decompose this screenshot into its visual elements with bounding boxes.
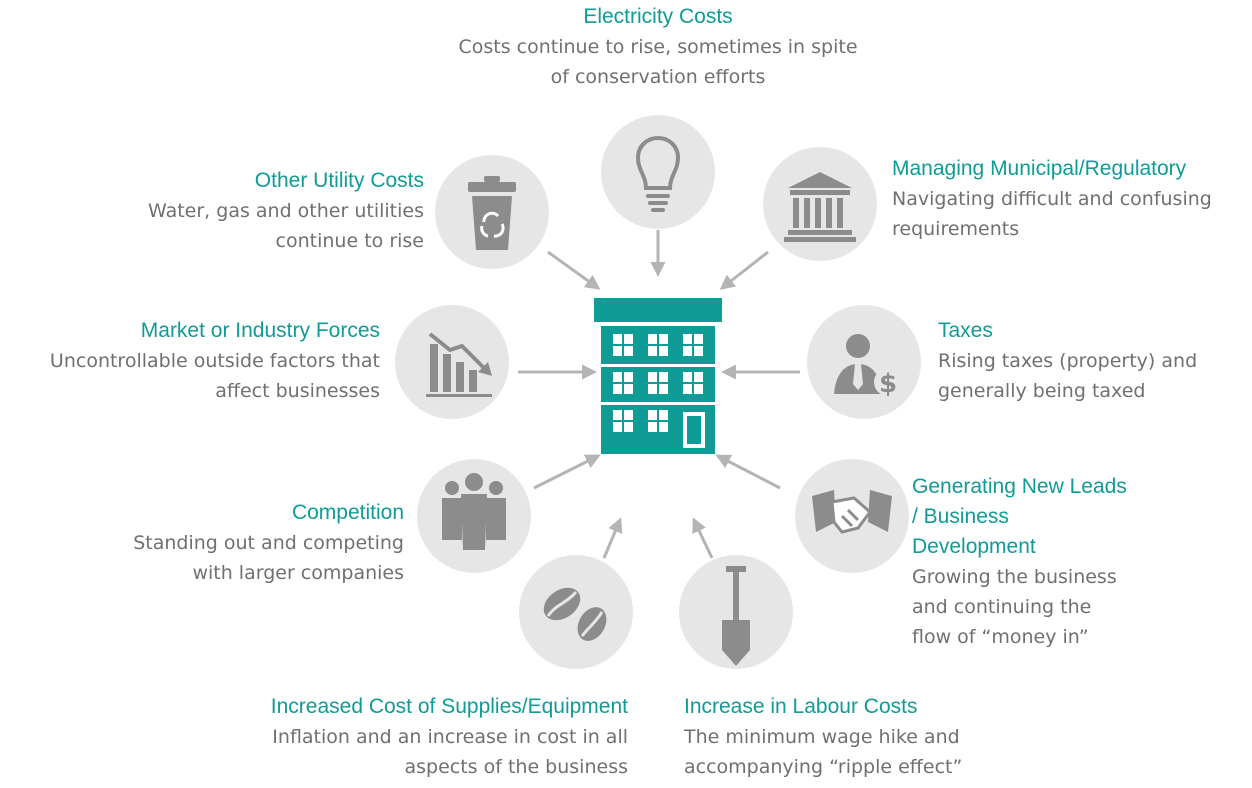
leads-block: Generating New Leads / Business Developm…	[912, 472, 1212, 652]
labour-block: Increase in Labour Costs The minimum wag…	[684, 692, 1024, 782]
market-desc-line-2: affect businesses	[215, 380, 380, 402]
competition-desc: Standing out and competing with larger c…	[60, 528, 404, 588]
arrow-other-utility	[547, 250, 601, 290]
market-title: Market or Industry Forces	[140, 319, 380, 342]
competition-desc-line-1: Standing out and competing	[133, 532, 404, 554]
arrow-leads	[715, 454, 781, 490]
leads-desc-line-2: and continuing the	[912, 596, 1092, 618]
leads-desc-line-1: Growing the business	[912, 566, 1117, 588]
market-desc-line-1: Uncontrollable outside factors that	[49, 350, 380, 372]
leads-desc-line-3: flow of “money in”	[912, 626, 1089, 648]
other-utility-title: Other Utility Costs	[254, 169, 424, 192]
leads-title-line-2: / Business	[912, 505, 1009, 528]
arrow-competition	[533, 454, 601, 490]
electricity-desc-line-2: of conservation efforts	[550, 66, 766, 88]
municipal-desc: Navigating difficult and confusing requi…	[892, 184, 1250, 244]
taxes-block: Taxes Rising taxes (property) and genera…	[938, 316, 1238, 406]
municipal-title: Managing Municipal/Regulatory	[892, 157, 1187, 180]
electricity-block: Electricity Costs Costs continue to rise…	[400, 2, 916, 92]
other-utility-desc-line-2: continue to rise	[275, 230, 424, 252]
other-utility-block: Other Utility Costs Water, gas and other…	[40, 166, 424, 256]
building-icon	[594, 298, 722, 454]
municipal-desc-line-2: requirements	[892, 218, 1020, 240]
market-block: Market or Industry Forces Uncontrollable…	[2, 316, 380, 406]
arrow-supplies	[602, 517, 623, 559]
market-desc: Uncontrollable outside factors that affe…	[2, 346, 380, 406]
labour-desc: The minimum wage hike and accompanying “…	[684, 722, 1024, 782]
declining-chart-icon	[395, 305, 509, 419]
arrow-labour	[692, 517, 714, 559]
people-group-icon	[417, 459, 531, 573]
leads-desc: Growing the business and continuing the …	[912, 562, 1212, 652]
municipal-block: Managing Municipal/Regulatory Navigating…	[892, 154, 1250, 244]
taxes-title: Taxes	[938, 319, 993, 342]
supplies-desc-line-2: aspects of the business	[404, 756, 628, 778]
arrow-municipal	[719, 250, 769, 290]
leads-title: Generating New Leads / Business Developm…	[912, 472, 1212, 562]
competition-desc-line-2: with larger companies	[192, 562, 404, 584]
other-utility-desc: Water, gas and other utilities continue …	[40, 196, 424, 256]
electricity-desc: Costs continue to rise, sometimes in spi…	[400, 32, 916, 92]
handshake-icon	[795, 459, 909, 573]
supplies-title: Increased Cost of Supplies/Equipment	[270, 695, 628, 718]
svg-text:$: $	[879, 369, 897, 399]
coffee-beans-icon	[519, 555, 633, 669]
competition-block: Competition Standing out and competing w…	[60, 498, 404, 588]
labour-desc-line-1: The minimum wage hike and	[684, 726, 960, 748]
municipal-desc-line-1: Navigating difficult and confusing	[892, 188, 1212, 210]
taxes-desc-line-1: Rising taxes (property) and	[938, 350, 1198, 372]
recycle-bin-icon	[435, 155, 549, 269]
leads-title-line-1: Generating New Leads	[912, 475, 1127, 498]
taxes-desc: Rising taxes (property) and generally be…	[938, 346, 1238, 406]
competition-title: Competition	[291, 501, 404, 524]
lightbulb-icon	[601, 115, 715, 229]
leads-title-line-3: Development	[912, 535, 1036, 558]
electricity-desc-line-1: Costs continue to rise, sometimes in spi…	[458, 36, 858, 58]
taxes-desc-line-2: generally being taxed	[938, 380, 1146, 402]
government-building-icon	[763, 147, 877, 261]
other-utility-desc-line-1: Water, gas and other utilities	[148, 200, 424, 222]
supplies-block: Increased Cost of Supplies/Equipment Inf…	[200, 692, 628, 782]
businessman-dollar-icon: $	[807, 305, 921, 419]
shovel-icon	[679, 555, 793, 669]
arrows	[518, 230, 800, 559]
labour-title: Increase in Labour Costs	[684, 695, 918, 718]
labour-desc-line-2: accompanying “ripple effect”	[684, 756, 963, 778]
electricity-title: Electricity Costs	[583, 5, 733, 28]
supplies-desc: Inflation and an increase in cost in all…	[200, 722, 628, 782]
supplies-desc-line-1: Inflation and an increase in cost in all	[272, 726, 628, 748]
